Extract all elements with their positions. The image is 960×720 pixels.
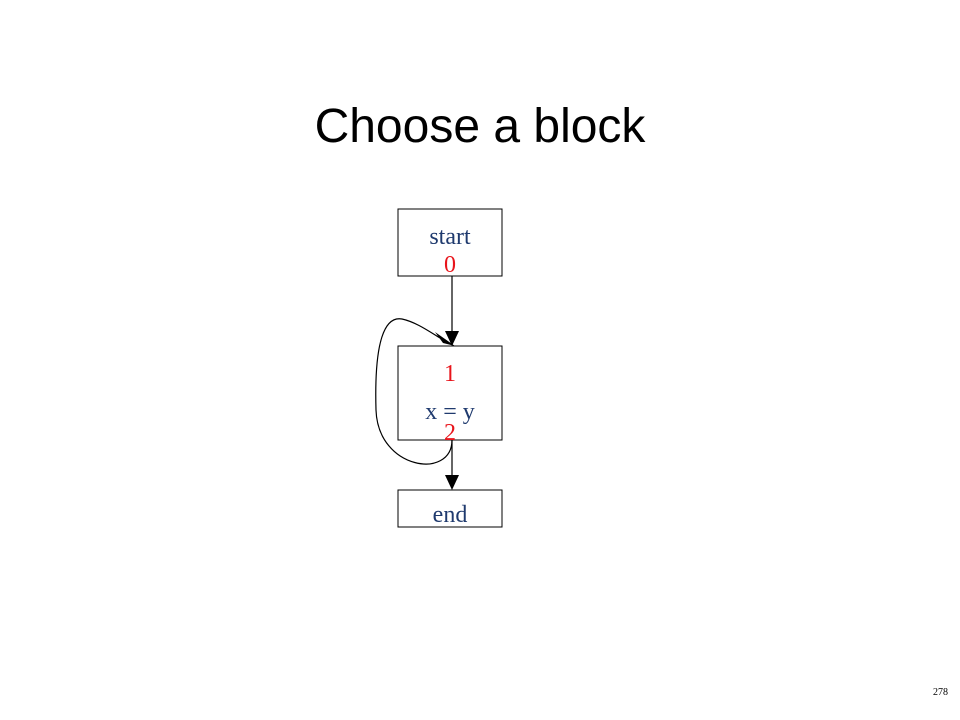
block-node-out-number: 2 [444, 420, 456, 446]
block-node-box [397, 345, 503, 441]
edge-loop-back-arrowhead [435, 332, 455, 346]
edge-start-to-block-arrowhead [445, 331, 459, 346]
page-number: 278 [933, 687, 948, 698]
block-node-statement: x = y [425, 399, 475, 425]
end-node[interactable]: end [397, 489, 503, 528]
start-node-box [397, 208, 503, 277]
end-node-label: end [433, 502, 468, 528]
edge-loop-back-curve [375, 318, 453, 465]
start-node-out-number: 0 [444, 252, 456, 278]
edge-loop-back [375, 318, 455, 465]
edge-block-to-end-arrowhead [445, 475, 459, 490]
slide-title: Choose a block [314, 100, 646, 153]
block-node[interactable]: 1 x = y 2 [397, 345, 503, 446]
edge-start-to-block [445, 276, 459, 346]
start-node-label: start [429, 224, 471, 250]
start-node[interactable]: start 0 [397, 208, 503, 278]
block-node-in-number: 1 [444, 361, 456, 387]
edge-block-to-end [445, 440, 459, 490]
end-node-box [397, 489, 503, 528]
